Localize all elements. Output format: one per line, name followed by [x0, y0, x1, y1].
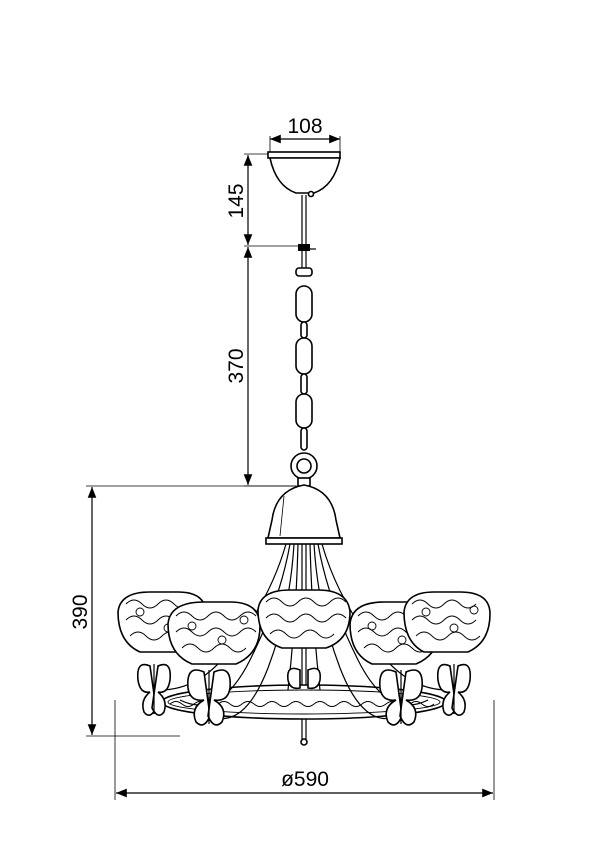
- central-dome: [265, 484, 343, 545]
- canopy-height-label: 145: [225, 183, 248, 218]
- butterfly-ornament-left: [136, 663, 172, 716]
- body-height-label: 390: [69, 594, 92, 629]
- chain-length-label: 370: [225, 348, 248, 383]
- glass-shade-left: [167, 601, 261, 665]
- butterfly-ornament-center-left: [187, 669, 231, 726]
- butterfly-ornament-right: [436, 663, 472, 716]
- suspension-rod: [298, 195, 316, 268]
- butterfly-ornament-center-right: [379, 669, 423, 726]
- glass-shade-far-right: [403, 591, 491, 653]
- dimension-chain-length: 370: [225, 247, 296, 487]
- hook-ring: [290, 452, 318, 487]
- chain: [295, 267, 313, 451]
- ceiling-canopy: [267, 151, 341, 198]
- dimension-canopy-height: 145: [225, 153, 302, 247]
- diameter-label: ø590: [281, 768, 329, 791]
- dimension-diameter: ø590: [114, 700, 495, 800]
- canopy-width-label: 108: [287, 115, 322, 138]
- dimension-body-height: 390: [69, 485, 300, 737]
- glass-shade-center: [257, 589, 351, 649]
- butterfly-ornament-middle: [286, 667, 322, 690]
